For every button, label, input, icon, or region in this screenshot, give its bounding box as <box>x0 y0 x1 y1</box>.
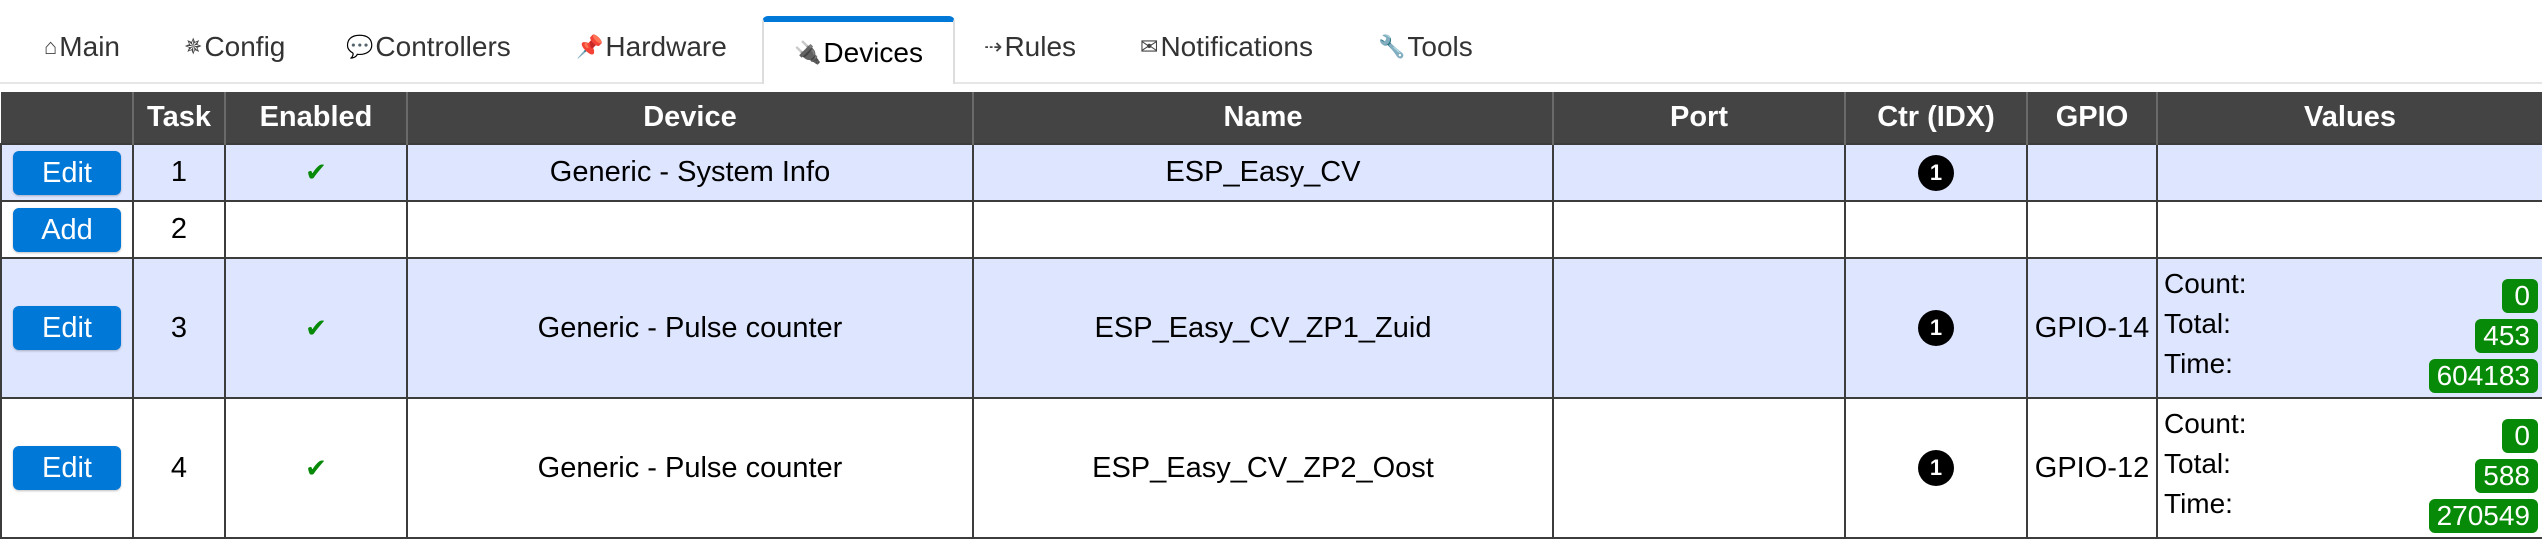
column-header-device: Device <box>407 92 974 144</box>
column-header-gpio: GPIO <box>2027 92 2158 144</box>
tab-bar: ⌂ Main ✵ Config 💬 Controllers 📌 Hardware… <box>0 0 2542 84</box>
edit-button[interactable]: Edit <box>13 306 121 350</box>
device-type <box>406 200 974 259</box>
gear-icon: ✵ <box>184 34 203 59</box>
value-row: Time: 604183 <box>2164 348 2538 393</box>
checkmark-icon: ✔ <box>305 157 327 187</box>
value-badge: 0 <box>2502 279 2538 313</box>
value-label: Total: <box>2164 308 2231 339</box>
devices-table: Task Enabled Device Name Port Ctr (IDX) … <box>0 92 2542 539</box>
task-number: 2 <box>132 200 226 259</box>
values-cell <box>2156 143 2542 202</box>
ctr-cell <box>1844 200 2028 259</box>
column-header-port: Port <box>1553 92 1846 144</box>
device-port <box>1552 257 1846 399</box>
home-icon: ⌂ <box>44 34 58 59</box>
device-type: Generic - System Info <box>406 143 974 202</box>
tab-controllers[interactable]: 💬 Controllers <box>346 14 511 80</box>
column-header-actions <box>1 92 134 144</box>
device-port <box>1552 397 1846 539</box>
value-row: Count: 0 <box>2164 408 2538 453</box>
enabled-cell <box>224 200 408 259</box>
device-name: ESP_Easy_CV_ZP1_Zuid <box>972 257 1554 399</box>
column-header-task: Task <box>133 92 226 144</box>
value-row: Total: 453 <box>2164 308 2538 353</box>
task-number: 4 <box>132 397 226 539</box>
tab-tools[interactable]: 🔧 Tools <box>1378 14 1473 80</box>
value-label: Time: <box>2164 488 2233 519</box>
values-cell: Count: 0 Total: 453 Time: 604183 <box>2156 257 2542 399</box>
value-badge: 588 <box>2475 459 2538 493</box>
values-cell <box>2156 200 2542 259</box>
value-badge: 270549 <box>2428 499 2538 533</box>
column-header-name: Name <box>973 92 1554 144</box>
table-row: Add 2 <box>0 200 2542 259</box>
device-port <box>1552 143 1846 202</box>
gpio-value: GPIO-14 <box>2026 257 2158 399</box>
table-row: Edit 3 ✔ Generic - Pulse counter ESP_Eas… <box>0 257 2542 399</box>
value-badge: 0 <box>2502 419 2538 453</box>
value-badge: 453 <box>2475 319 2538 353</box>
device-type: Generic - Pulse counter <box>406 397 974 539</box>
edit-button[interactable]: Edit <box>13 446 121 490</box>
checkmark-icon: ✔ <box>305 452 327 483</box>
tab-label: Config <box>204 31 286 62</box>
envelope-icon: ✉ <box>1140 34 1159 59</box>
table-row: Edit 4 ✔ Generic - Pulse counter ESP_Eas… <box>0 397 2542 539</box>
task-number: 1 <box>132 143 226 202</box>
controller-badge: 1 <box>1918 310 1954 346</box>
column-header-values: Values <box>2157 92 2542 144</box>
speech-bubble-icon: 💬 <box>346 34 374 59</box>
device-port <box>1552 200 1846 259</box>
arrow-icon: ⇢ <box>984 34 1003 59</box>
add-button[interactable]: Add <box>13 207 121 252</box>
value-label: Count: <box>2164 268 2247 299</box>
device-name <box>972 200 1554 259</box>
value-row: Total: 588 <box>2164 448 2538 493</box>
checkmark-icon: ✔ <box>305 312 327 343</box>
values-cell: Count: 0 Total: 588 Time: 270549 <box>2156 397 2542 539</box>
value-label: Count: <box>2164 408 2247 439</box>
value-label: Total: <box>2164 448 2231 479</box>
column-header-enabled: Enabled <box>225 92 408 144</box>
tab-rules[interactable]: ⇢ Rules <box>984 14 1076 80</box>
tab-hardware[interactable]: 📌 Hardware <box>576 14 727 80</box>
column-header-ctr-idx: Ctr (IDX) <box>1845 92 2028 144</box>
device-name: ESP_Easy_CV_ZP2_Oost <box>972 397 1554 539</box>
controller-badge: 1 <box>1918 154 1954 191</box>
edit-button[interactable]: Edit <box>13 150 121 195</box>
device-name: ESP_Easy_CV <box>972 143 1554 202</box>
wrench-icon: 🔧 <box>1378 34 1406 59</box>
plug-icon: 🔌 <box>794 40 822 65</box>
tab-label: Main <box>59 31 120 62</box>
value-row: Count: 0 <box>2164 268 2538 313</box>
table-header-row: Task Enabled Device Name Port Ctr (IDX) … <box>1 92 2542 144</box>
tab-label: Controllers <box>375 31 511 62</box>
pushpin-icon: 📌 <box>576 34 604 59</box>
tab-label: Notifications <box>1160 31 1313 62</box>
tab-label: Hardware <box>605 31 727 62</box>
tab-main[interactable]: ⌂ Main <box>44 14 120 80</box>
gpio-value: GPIO-12 <box>2026 397 2158 539</box>
tab-label: Devices <box>823 37 923 68</box>
controller-badge: 1 <box>1918 450 1954 486</box>
gpio-value <box>2026 143 2158 202</box>
gpio-value <box>2026 200 2158 259</box>
value-label: Time: <box>2164 348 2233 379</box>
task-number: 3 <box>132 257 226 399</box>
tab-devices[interactable]: 🔌 Devices <box>762 16 955 84</box>
tab-config[interactable]: ✵ Config <box>184 14 285 80</box>
table-row: Edit 1 ✔ Generic - System Info ESP_Easy_… <box>0 143 2542 202</box>
tab-label: Rules <box>1004 31 1077 62</box>
tab-label: Tools <box>1407 31 1473 62</box>
value-row: Time: 270549 <box>2164 488 2538 533</box>
tab-notifications[interactable]: ✉ Notifications <box>1140 14 1313 80</box>
device-type: Generic - Pulse counter <box>406 257 974 399</box>
value-badge: 604183 <box>2428 359 2538 393</box>
